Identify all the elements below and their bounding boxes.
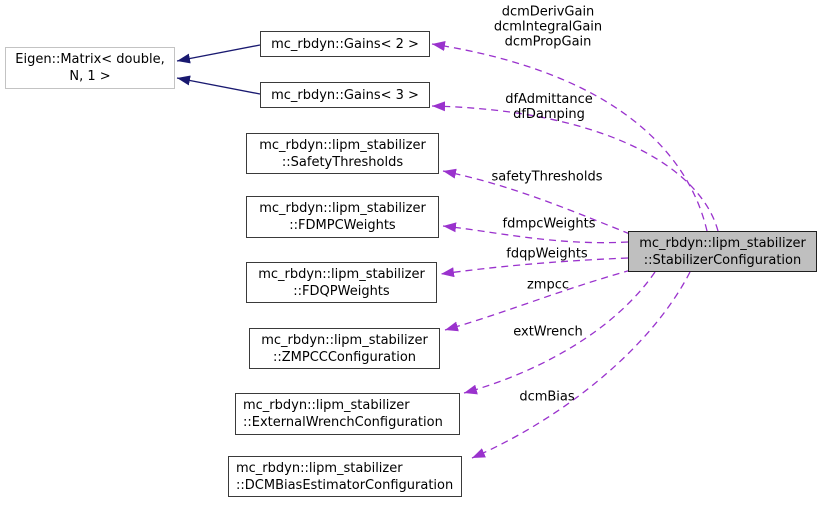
- edge-gains3-to-eigen: [176, 75, 261, 95]
- edge-dcm-bias: [471, 271, 691, 459]
- class-node-label-line: ::ZMPCCConfiguration: [272, 349, 417, 365]
- edge-label-dcm-bias: dcmBias: [519, 390, 574, 405]
- class-node-label-line: mc_rbdyn::Gains< 3 >: [271, 87, 419, 103]
- class-node-label-line: mc_rbdyn::lipm_stabilizer: [258, 266, 425, 282]
- edge-label-zmpcc: zmpcc: [527, 278, 569, 293]
- edge-label-line: fdqpWeights: [506, 246, 588, 262]
- edge-label-safety: safetyThresholds: [492, 170, 603, 185]
- class-node-label-line: N, 1 >: [69, 69, 111, 84]
- edge-label-fdqp: fdqpWeights: [506, 247, 587, 262]
- class-node-label-line: ::ExternalWrenchConfiguration: [243, 415, 443, 430]
- edge-dcm-gains: [431, 41, 708, 232]
- class-node-fdqp-weights[interactable]: mc_rbdyn::lipm_stabilizer::FDQPWeights: [246, 262, 437, 303]
- edge-label-line: safetyThresholds: [491, 169, 603, 185]
- edge-gains2-to-eigen: [176, 44, 261, 64]
- edge-label-line: dfAdmittance: [505, 92, 593, 107]
- class-node-dcm-bias-estimator-configuration[interactable]: mc_rbdyn::lipm_stabilizer::DCMBiasEstima…: [228, 456, 462, 497]
- edge-label-line: zmpcc: [526, 277, 570, 293]
- edge-label-line: dcmBias: [519, 389, 575, 405]
- class-node-label-line: mc_rbdyn::lipm_stabilizer: [243, 398, 410, 413]
- class-node-gains-2[interactable]: mc_rbdyn::Gains< 2 >: [260, 31, 430, 57]
- edge-df-gains: [431, 101, 719, 232]
- class-node-gains-3[interactable]: mc_rbdyn::Gains< 3 >: [260, 82, 430, 108]
- class-node-zmpcc-configuration[interactable]: mc_rbdyn::lipm_stabilizer::ZMPCCConfigur…: [249, 328, 440, 369]
- class-node-label-line: mc_rbdyn::lipm_stabilizer: [236, 460, 403, 476]
- class-node-eigen-matrix[interactable]: Eigen::Matrix< double,N, 1 >: [5, 47, 175, 89]
- edge-label-line: dcmDerivGain: [501, 4, 595, 20]
- edge-label-line: extWrench: [513, 324, 583, 340]
- class-node-external-wrench-configuration[interactable]: mc_rbdyn::lipm_stabilizer::ExternalWrenc…: [235, 393, 460, 435]
- class-node-label-line: ::SafetyThresholds: [281, 154, 404, 170]
- edge-label-line: dcmPropGain: [504, 34, 592, 50]
- class-node-label-line: ::StabilizerConfiguration: [643, 252, 802, 268]
- edge-label-line: fdmpcWeights: [502, 216, 596, 232]
- edge-label-line: dcmIntegralGain: [493, 19, 603, 35]
- class-node-label-line: ::DCMBiasEstimatorConfiguration: [236, 477, 454, 493]
- class-node-label-line: Eigen::Matrix< double,: [15, 52, 165, 67]
- class-node-label-line: mc_rbdyn::lipm_stabilizer: [261, 332, 428, 348]
- edge-label-fdmpc: fdmpcWeights: [503, 217, 596, 232]
- class-node-label-line: mc_rbdyn::Gains< 2 >: [271, 36, 419, 52]
- class-node-safety-thresholds[interactable]: mc_rbdyn::lipm_stabilizer::SafetyThresho…: [246, 133, 439, 174]
- class-node-label-line: mc_rbdyn::lipm_stabilizer: [639, 235, 806, 251]
- edge-label-ext-wrench: extWrench: [513, 325, 583, 340]
- class-node-label-line: ::FDQPWeights: [293, 283, 390, 299]
- class-node-stabilizer-configuration[interactable]: mc_rbdyn::lipm_stabilizer::StabilizerCon…: [628, 231, 817, 272]
- class-node-fdmpc-weights[interactable]: mc_rbdyn::lipm_stabilizer::FDMPCWeights: [246, 196, 439, 238]
- class-node-label-line: mc_rbdyn::lipm_stabilizer: [259, 137, 426, 153]
- class-node-label-line: mc_rbdyn::lipm_stabilizer: [259, 201, 426, 216]
- edge-label-line: dfDamping: [513, 107, 585, 122]
- class-node-label-line: ::FDMPCWeights: [289, 218, 396, 233]
